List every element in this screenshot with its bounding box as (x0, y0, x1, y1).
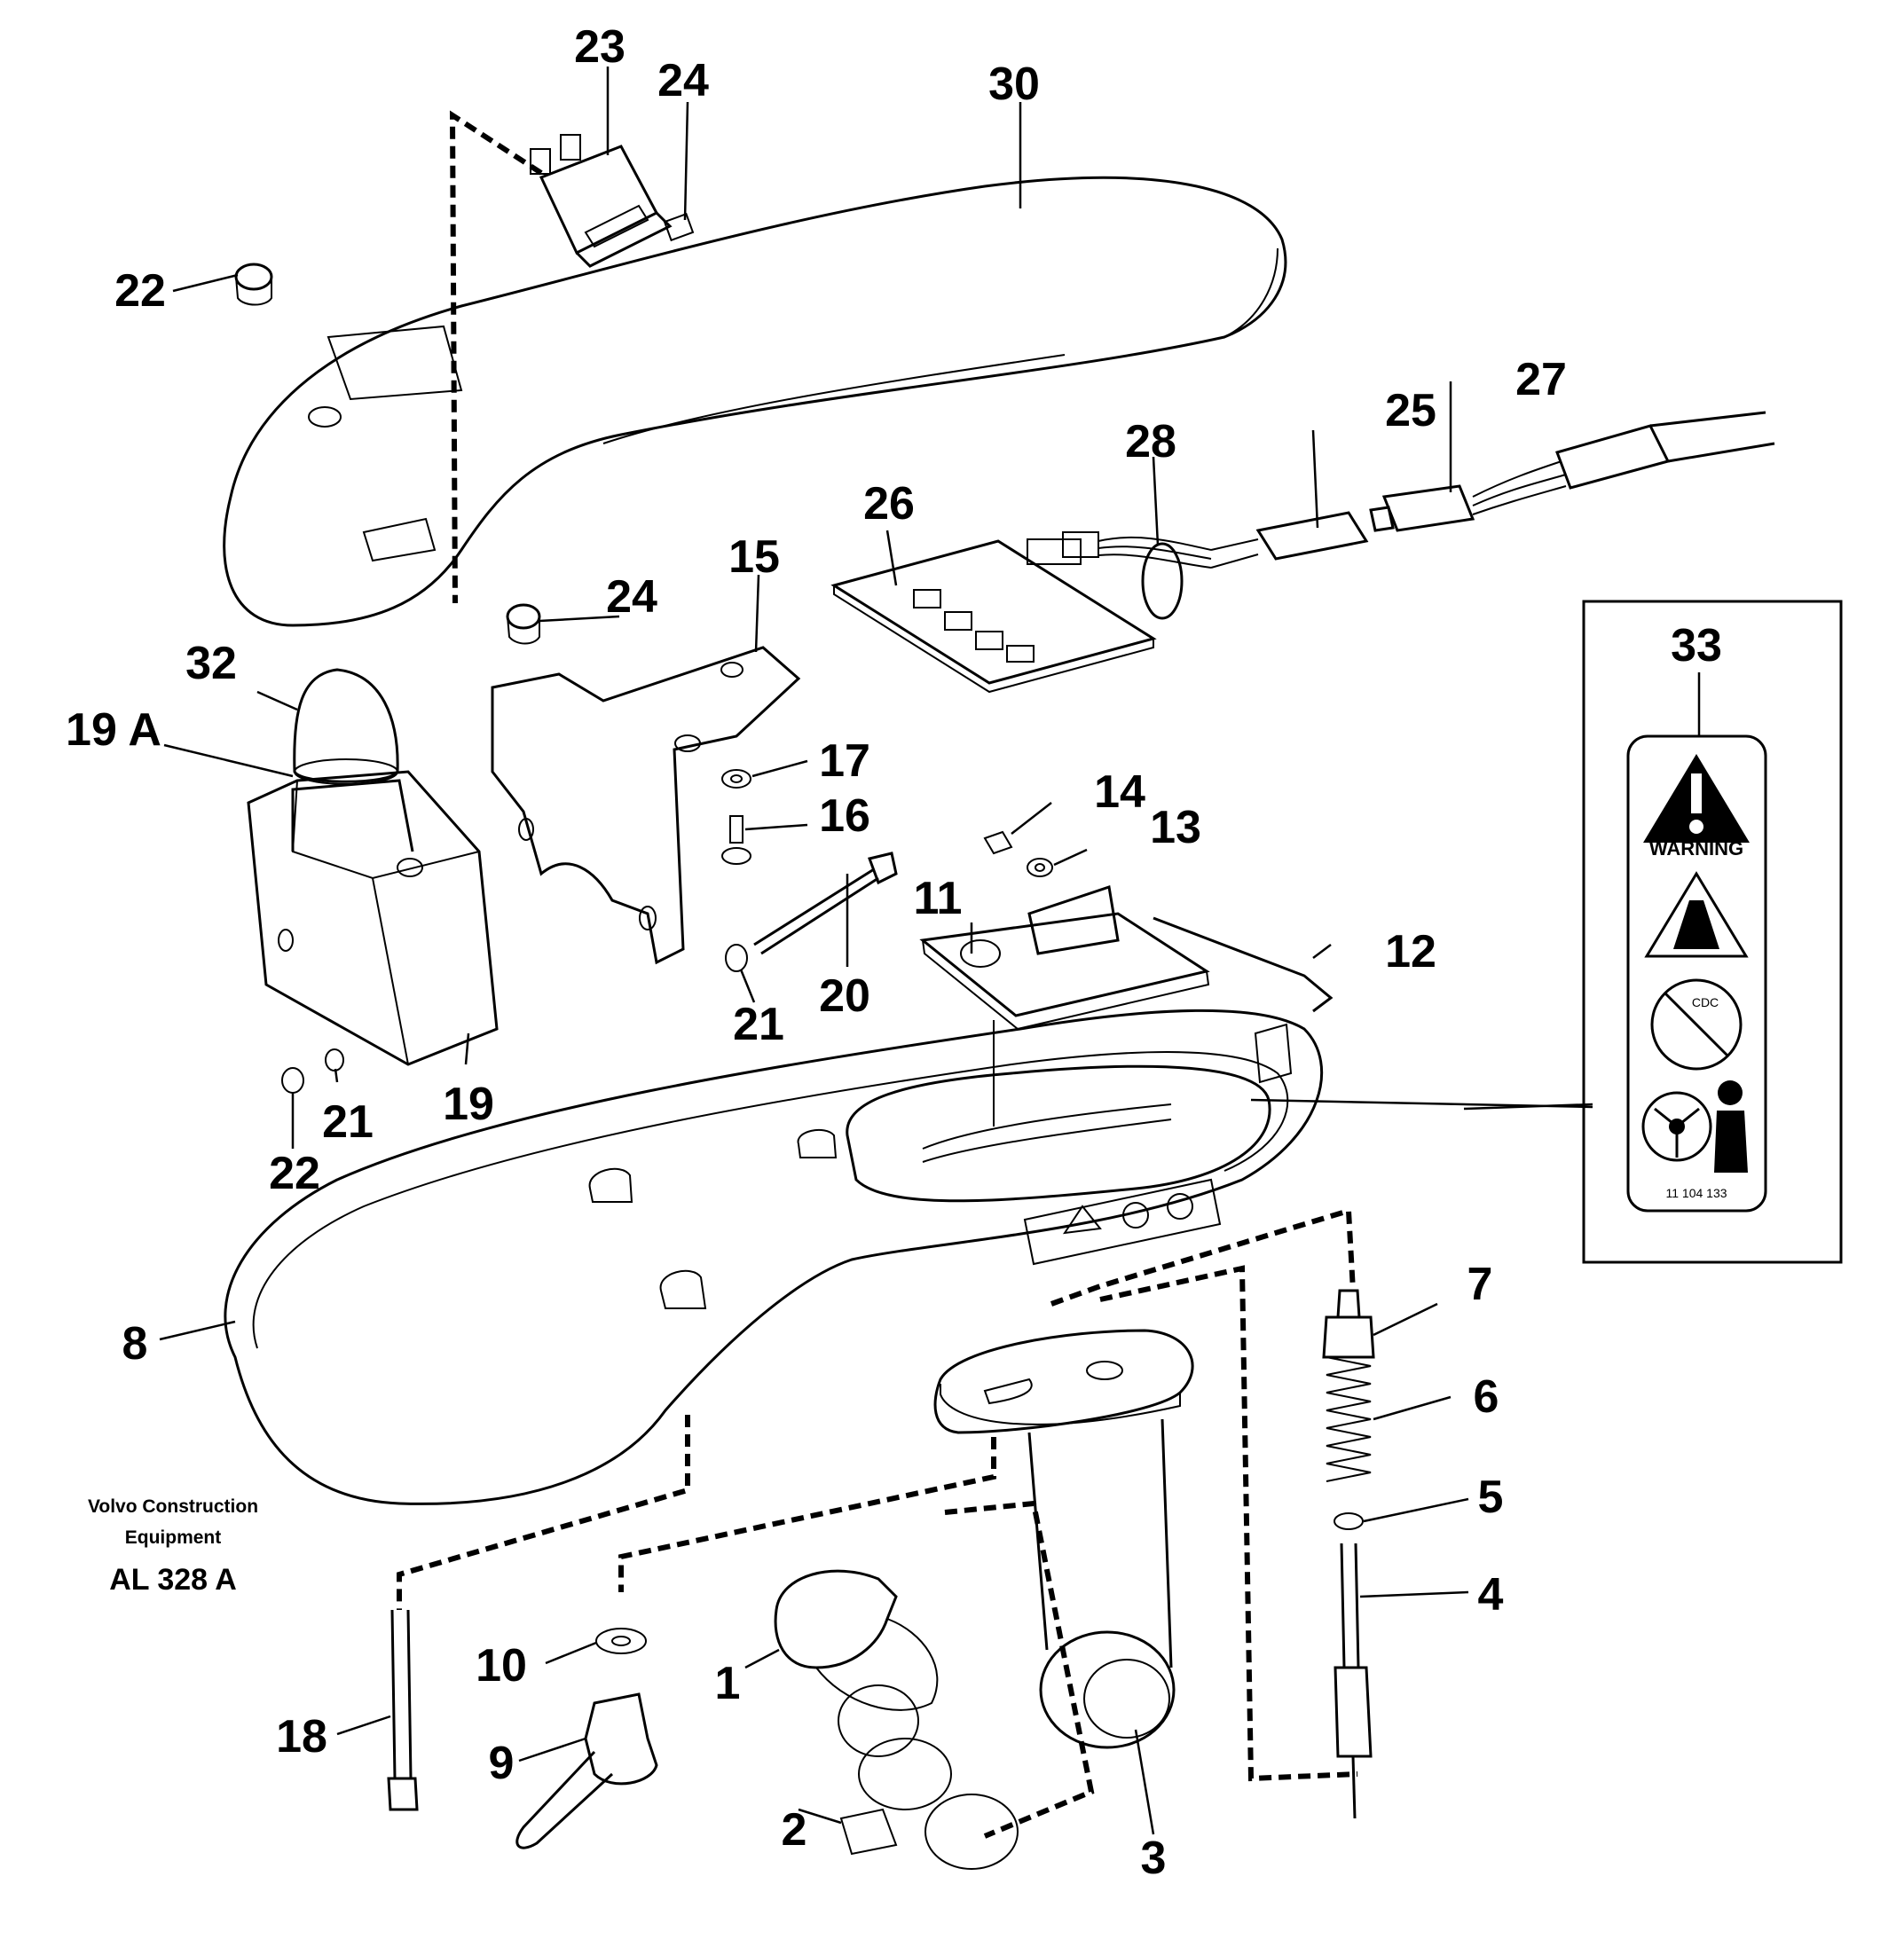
callout-15: 15 (728, 531, 780, 583)
callout-12: 12 (1385, 926, 1436, 977)
screw-washer-part (281, 852, 898, 1094)
decal-warning-text: WARNING (1649, 837, 1743, 860)
lock-cylinder-part (774, 1569, 1019, 1870)
leader-lines (159, 67, 1701, 1835)
cover-plugs-part (234, 263, 541, 645)
callout-5: 5 (1478, 1472, 1504, 1523)
armrest-base-part (224, 1009, 1324, 1505)
callout-27: 25 (1385, 385, 1436, 436)
parts-artwork (223, 134, 1775, 1870)
warning-decal-panel: WARNING CDC 11 104 133 (1582, 600, 1843, 1264)
callout-14: 14 (1094, 766, 1145, 818)
pivot-column-part (933, 1329, 1194, 1749)
screw-part (1153, 916, 1334, 1013)
decal-cdc-text: CDC (1692, 995, 1719, 1009)
callout-labels: 23 24 30 22 27 25 28 26 24 15 33 32 19 A… (66, 21, 1722, 1884)
road-hazard-triangle-icon (1644, 871, 1749, 958)
callout-1: 1 (715, 1658, 741, 1709)
callout-21-lower: 21 (322, 1096, 374, 1148)
callout-25: 24 (657, 55, 709, 106)
callout-19a: 19 A (66, 704, 161, 756)
credit-line-2: Equipment (125, 1527, 222, 1548)
callout-22: 22 (269, 1148, 320, 1199)
callout-32: 32 (185, 638, 237, 689)
callout-4: 4 (1478, 1569, 1504, 1621)
rocker-switch-part (530, 134, 673, 268)
lever-handle-part (515, 1628, 658, 1849)
joystick-knob-part (293, 668, 399, 785)
callout-13: 13 (1150, 802, 1201, 853)
control-housing-part (247, 770, 499, 1066)
mounting-plate-part (919, 885, 1210, 1127)
circuit-board-part (830, 531, 1157, 694)
credit-line-1: Volvo Construction (88, 1496, 258, 1517)
long-screw-part (387, 1609, 419, 1811)
base-decal-part (1023, 1178, 1222, 1266)
callout-28: 26 (863, 478, 915, 530)
callout-6: 6 (1474, 1371, 1499, 1423)
callout-20: 20 (819, 970, 870, 1022)
callout-17: 17 (819, 735, 870, 787)
callout-33: 33 (1671, 620, 1722, 671)
callout-7: 7 (1467, 1259, 1493, 1310)
callout-18: 18 (276, 1711, 327, 1763)
callout-26: 24 (606, 571, 657, 623)
wire-harness-part (1098, 411, 1775, 620)
operator-figure-icon (1718, 1080, 1743, 1105)
callout-3: 3 (1141, 1833, 1167, 1884)
callout-16: 16 (819, 790, 870, 842)
decal-part-number: 11 104 133 (1665, 1186, 1727, 1200)
bracket-part (491, 646, 801, 965)
steering-wheel-icon (1641, 1091, 1712, 1162)
callout-8: 8 (122, 1318, 148, 1370)
callout-21-upper: 21 (733, 999, 784, 1050)
callout-31: 30 (988, 59, 1040, 110)
armrest-cover-part (223, 176, 1287, 627)
drawing-credit: Volvo Construction Equipment AL 328 A (88, 1496, 258, 1597)
callout-23: 22 (114, 265, 166, 317)
small-hardware-part (721, 769, 1053, 877)
decal-label (1626, 734, 1767, 1213)
callout-19: 19 (443, 1079, 494, 1130)
callout-30: 28 (1125, 416, 1176, 467)
callout-24: 23 (574, 21, 625, 73)
assembly-dashed-lines (397, 110, 1358, 1839)
switch-insert-part (663, 212, 695, 242)
spring-plunger-part (1322, 1289, 1375, 1819)
callout-29: 27 (1515, 354, 1567, 405)
callout-2: 2 (782, 1804, 807, 1856)
callout-10: 10 (476, 1640, 527, 1692)
drawing-id: AL 328 A (109, 1563, 237, 1597)
callout-9: 9 (489, 1738, 515, 1789)
decal-frame (1582, 600, 1843, 1264)
callout-11: 11 (914, 873, 963, 924)
no-ride-prohibition-icon (1650, 978, 1743, 1071)
